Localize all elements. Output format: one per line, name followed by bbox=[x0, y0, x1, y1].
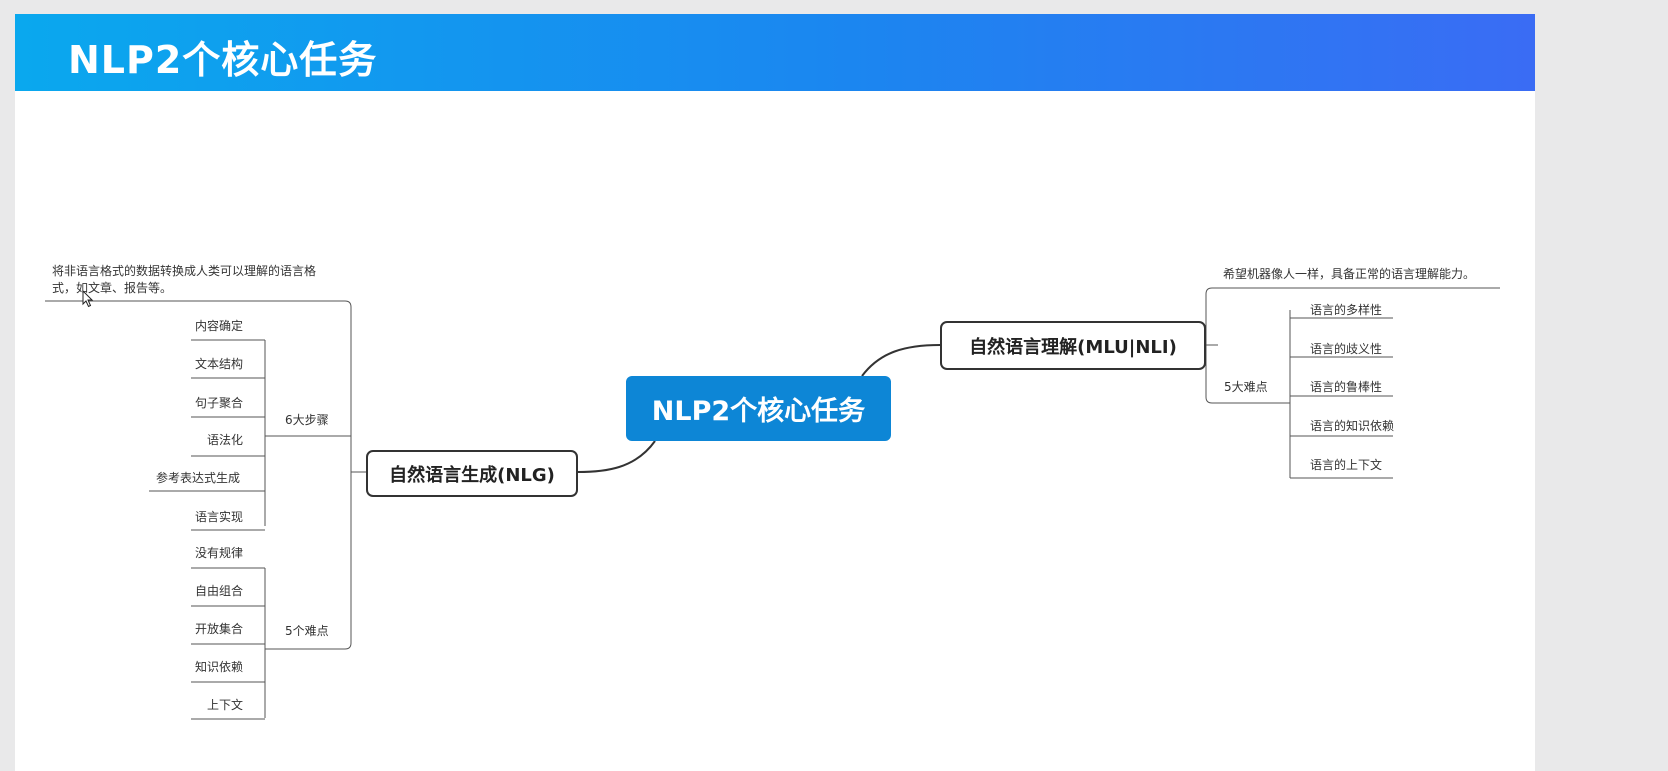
step-item[interactable]: 句子聚合 bbox=[195, 396, 244, 410]
nlu-difficulty-item[interactable]: 语言的知识依赖 bbox=[1310, 419, 1395, 433]
nlg-description-underline bbox=[45, 300, 352, 650]
nlg-difficulty-item[interactable]: 开放集合 bbox=[195, 622, 244, 636]
step-item[interactable]: 内容确定 bbox=[195, 319, 244, 333]
nlg-description-line-2: 式，如文章、报告等。 bbox=[52, 281, 173, 295]
nlu-difficulty-item[interactable]: 语言的上下文 bbox=[1310, 458, 1383, 472]
nlg-difficulty-group-label[interactable]: 5个难点 bbox=[285, 624, 329, 638]
nlu-difficulty-item[interactable]: 语言的多样性 bbox=[1310, 303, 1383, 317]
slide: NLP2个核心任务 bbox=[15, 14, 1535, 771]
nlg-description: 将非语言格式的数据转换成人类可以理解的语言格 式，如文章、报告等。 bbox=[52, 263, 316, 297]
nlg-difficulty-item[interactable]: 上下文 bbox=[207, 698, 244, 712]
step-item[interactable]: 文本结构 bbox=[195, 357, 244, 371]
mouse-pointer-icon bbox=[82, 290, 94, 308]
mindmap-root-node[interactable]: NLP2个核心任务 bbox=[626, 376, 891, 441]
step-item[interactable]: 语言实现 bbox=[195, 510, 244, 524]
nlg-description-line-1: 将非语言格式的数据转换成人类可以理解的语言格 bbox=[52, 264, 317, 278]
slide-header-bar: NLP2个核心任务 bbox=[15, 14, 1535, 91]
slide-title: NLP2个核心任务 bbox=[68, 38, 378, 82]
nlg-difficulty-item[interactable]: 知识依赖 bbox=[195, 660, 244, 674]
nlg-difficulty-item[interactable]: 没有规律 bbox=[195, 546, 244, 560]
root-to-nlg-connector bbox=[577, 440, 656, 473]
step-item[interactable]: 语法化 bbox=[207, 433, 244, 447]
root-to-nlu-connector bbox=[861, 344, 941, 377]
step-item[interactable]: 参考表达式生成 bbox=[156, 471, 241, 485]
steps-group-label[interactable]: 6大步骤 bbox=[285, 413, 329, 427]
nlu-branch-node[interactable]: 自然语言理解(MLU|NLI) bbox=[940, 321, 1206, 370]
nlu-difficulty-item[interactable]: 语言的歧义性 bbox=[1310, 342, 1383, 356]
nlu-difficulty-item[interactable]: 语言的鲁棒性 bbox=[1310, 380, 1383, 394]
nlu-difficulty-group-label[interactable]: 5大难点 bbox=[1224, 380, 1268, 394]
nlu-description: 希望机器像人一样，具备正常的语言理解能力。 bbox=[1223, 267, 1476, 281]
nlg-difficulty-item[interactable]: 自由组合 bbox=[195, 584, 244, 598]
mindmap-connectors bbox=[45, 287, 1500, 720]
nlg-branch-node[interactable]: 自然语言生成(NLG) bbox=[366, 450, 578, 497]
